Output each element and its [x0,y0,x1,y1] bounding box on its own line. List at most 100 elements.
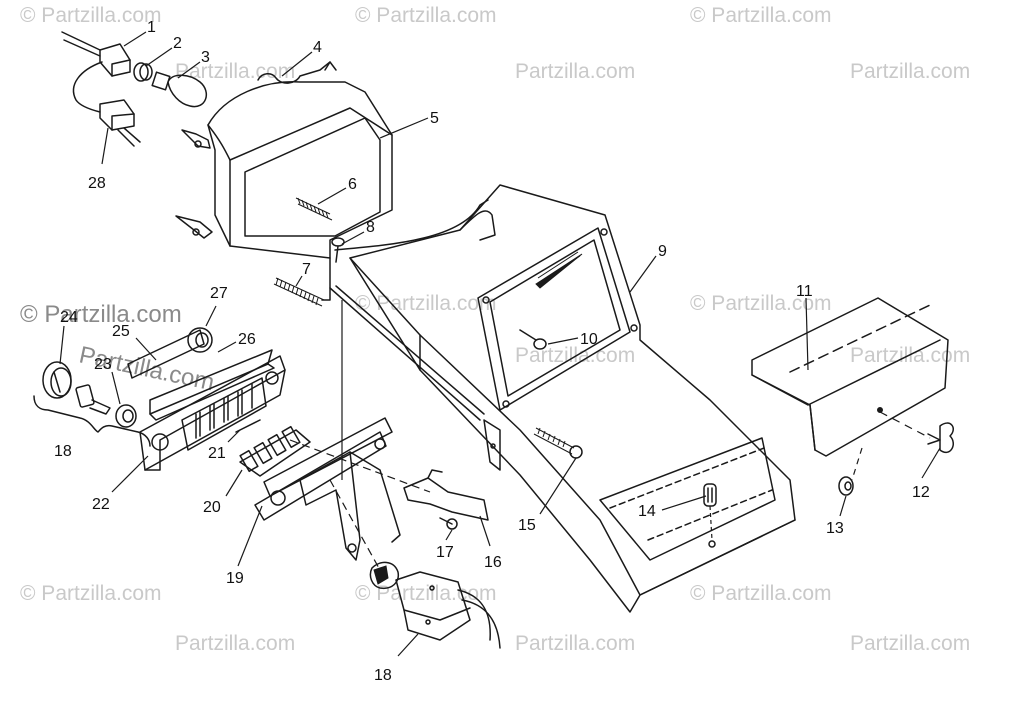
leader-line [445,529,453,541]
leader-line [805,297,809,371]
screw [331,237,345,247]
leader-line [539,457,577,515]
cover-plate-edge [751,339,941,406]
toggle-connector-tab [427,469,443,479]
leader-line [479,515,491,547]
callout-label: 12 [912,484,930,501]
mount-hole [630,324,638,332]
callout-label: 23 [94,356,112,373]
choke-knob [369,561,400,590]
leader-line [379,117,429,139]
callout-labels: 1 2 3 4 5 6 7 8 9 10 11 12 13 14 15 16 1… [54,19,930,684]
watermark: Partzilla.com [175,632,295,655]
assembly-line [851,447,863,481]
grommet [139,63,153,81]
switch-ring-hole [195,332,209,348]
wire-connector [99,99,135,131]
mount-plate-bracket [349,451,401,543]
spring-clip-end [324,61,337,71]
headlight-housing [207,81,393,259]
leader-line [237,505,263,567]
leader-line [135,337,157,361]
leader-lines [59,31,941,657]
callout-label: 20 [203,499,221,516]
wing-screw-shank [927,433,941,445]
watermark: Partzilla.com [175,60,295,83]
callout-label: 14 [638,503,656,520]
watermark: © Partzilla.com [690,582,832,605]
washer [838,476,854,496]
callout-label: 4 [313,39,322,56]
watermark: © Partzilla.com [355,4,497,27]
hood-bottom-edge [639,519,796,596]
leader-line [59,325,65,365]
hood-outline [349,184,796,613]
mount-hole [708,540,716,548]
ignition-switch-face [50,367,72,397]
callout-label: 21 [208,445,226,462]
bulb-socket [99,43,131,77]
adjust-spring [273,277,325,307]
leader-line [281,51,313,77]
washer-hole [844,481,852,491]
watermark: Partzilla.com [850,632,970,655]
leader-line [145,47,173,67]
mount-tab [175,215,213,239]
screw [446,518,458,530]
latch [707,487,713,503]
callout-label: 13 [826,520,844,537]
toggle-connector [403,477,489,521]
callout-label: 5 [430,110,439,127]
leader-line [397,633,419,657]
leader-line [629,255,657,293]
hood-wire [334,199,489,251]
gauge-window [489,239,621,397]
switch-slot [195,383,253,439]
support-rod [329,287,481,421]
assembly-line [879,411,931,439]
bracket-hole [265,371,279,385]
bolt-thread [537,427,566,448]
leader-line [839,495,847,517]
callout-label: 27 [210,285,228,302]
leader-line [205,305,217,327]
mount-plate-hole [374,438,386,450]
callout-label: 11 [796,283,813,300]
access-cover [751,297,954,496]
gauge-glare [537,251,581,283]
leader-line [123,31,147,47]
leader-line [295,275,303,287]
mount-hole [194,140,202,148]
bolt-head [569,445,583,459]
rocker-switch [239,429,311,477]
callout-label: 16 [484,554,502,571]
bulb-base [151,71,171,91]
wire-connector-edge [111,113,135,131]
callout-label: 8 [366,219,375,236]
wing-screw [939,422,954,454]
latch [703,483,717,507]
callout-label: 25 [112,323,130,340]
switch-slot [199,389,243,437]
switch-panel-assembly [33,300,501,649]
callout-label: 24 [60,309,78,326]
choke-cable [457,589,491,641]
callout-label: 3 [201,49,210,66]
bulb-socket-edge [111,59,131,77]
leader-line [225,469,243,497]
wire [117,127,141,147]
mount-hole [600,228,608,236]
ignition-key [75,384,95,408]
switch-grommet-hole [122,409,134,423]
mount-hole [502,400,510,408]
assembly-line [709,505,713,541]
leader-line [111,371,121,405]
leader-line [341,231,365,245]
mount-hole [425,619,431,625]
callout-label: 22 [92,496,110,513]
watermark-prominent: © Partzilla.com [20,301,182,328]
callout-label: 1 [147,19,156,36]
watermark: © Partzilla.com [20,582,162,605]
switch-cover-edge [149,363,275,421]
screw [533,338,547,350]
